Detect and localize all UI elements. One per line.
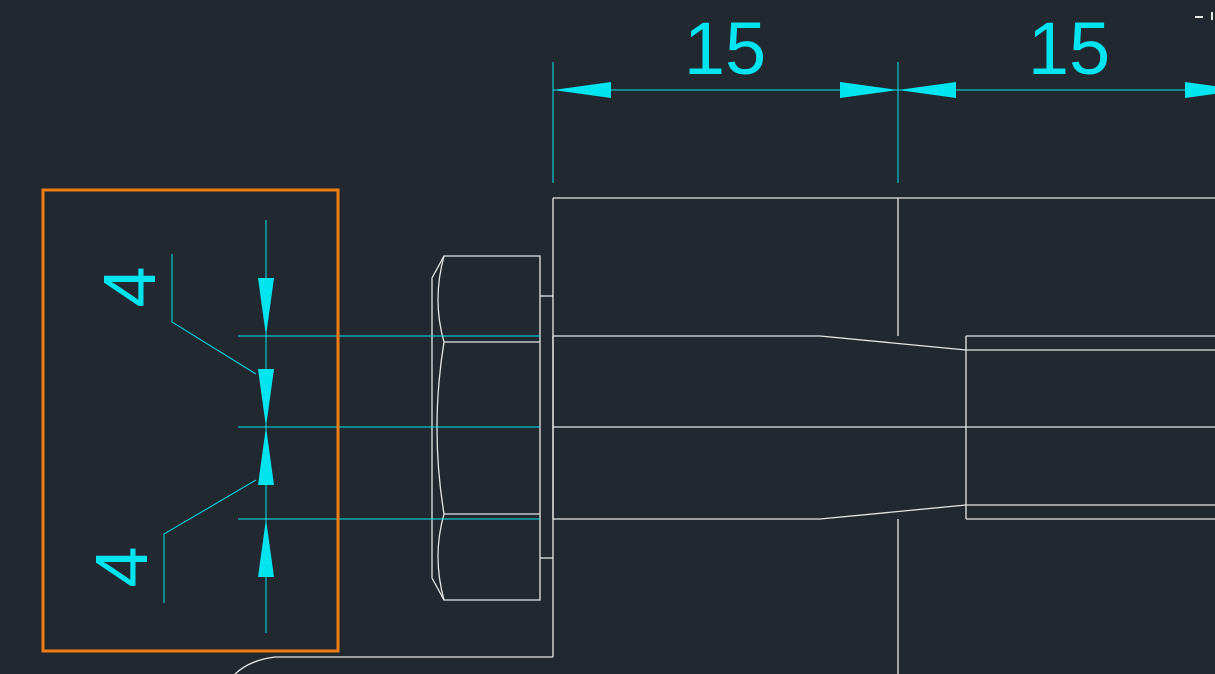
dimension-text-left-upper[interactable]: 4 [88, 266, 171, 307]
left-dimensions[interactable]: 4 4 [80, 220, 540, 633]
arrow-head [258, 369, 274, 427]
leader-line [163, 479, 257, 603]
arrow-head [258, 427, 274, 485]
dimension-text-top-left[interactable]: 15 [684, 7, 766, 90]
leader-line [171, 254, 257, 375]
arrow-head [553, 82, 611, 98]
arrow-head [898, 82, 956, 98]
bolt-shank[interactable] [552, 335, 1215, 520]
arrow-head [258, 519, 274, 577]
dimension-text-left-lower[interactable]: 4 [80, 546, 163, 587]
top-dimensions[interactable]: 15 15 [552, 7, 1215, 183]
arrow-head [1185, 82, 1215, 98]
dimension-text-top-right[interactable]: 15 [1028, 7, 1110, 90]
arrow-head [258, 278, 274, 336]
bolt-geometry[interactable] [234, 12, 1215, 674]
selection-box[interactable] [41, 188, 340, 653]
arrow-head [840, 82, 898, 98]
plate-outline[interactable] [234, 197, 1215, 674]
hex-head[interactable] [431, 255, 553, 601]
